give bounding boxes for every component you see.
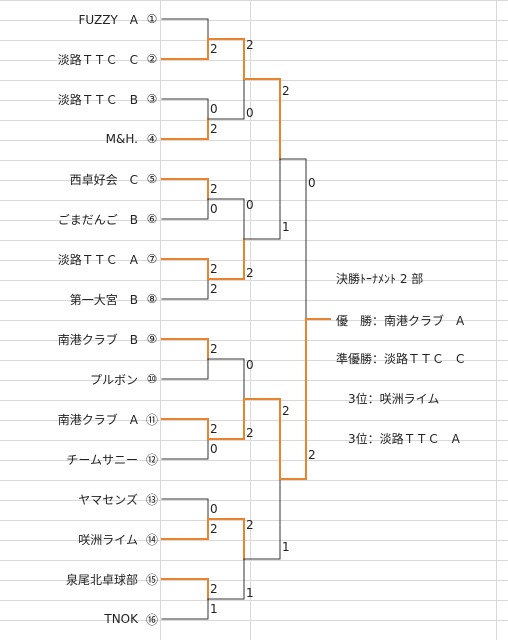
score-r2-m4-b: 1 <box>246 586 254 600</box>
seed-number: ④ <box>146 132 158 146</box>
team-name: 南港クラブ B <box>57 332 138 347</box>
seed-number: ⑩ <box>146 372 158 386</box>
seed-number: ② <box>146 52 158 66</box>
team-name: 淡路ＴＴＣ C <box>57 52 138 67</box>
team-entry[interactable]: M&H. ④ <box>0 130 160 148</box>
team-entry[interactable]: FUZZY A ① <box>0 10 160 28</box>
team-entry[interactable]: 咲洲ライム ⑭ <box>0 530 160 548</box>
score-r1-m5-a: 2 <box>210 342 218 356</box>
team-name: 西卓好会 C <box>69 172 138 187</box>
score-r3-m2-b: 1 <box>282 540 290 554</box>
score-r1-m1-b: 2 <box>210 42 218 56</box>
team-name: ヤマセンズ <box>78 492 138 507</box>
team-entry[interactable]: 淡路ＴＴＣ C ② <box>0 50 160 68</box>
seed-number: ⑦ <box>146 252 158 266</box>
team-name: M&H. <box>105 132 138 146</box>
score-r2-m4-a: 2 <box>246 518 254 532</box>
team-name: 淡路ＴＴＣ B <box>57 92 138 107</box>
score-r2-m2-b: 2 <box>246 266 254 280</box>
team-name: FUZZY A <box>78 12 138 27</box>
score-r1-m3-b: 0 <box>210 202 218 216</box>
team-entry[interactable]: 西卓好会 C ⑤ <box>0 170 160 188</box>
result-third-2: 3位：淡路ＴＴＣ A <box>336 432 460 446</box>
score-r1-m8-a: 2 <box>210 582 218 596</box>
team-name: 泉尾北卓球部 <box>65 572 138 587</box>
score-r1-m7-a: 0 <box>210 502 218 516</box>
team-entry[interactable]: 第一大宮 B ⑧ <box>0 290 160 308</box>
team-name: 淡路ＴＴＣ A <box>57 252 138 267</box>
seed-number: ⑧ <box>146 292 158 306</box>
team-entry[interactable]: 淡路ＴＴＣ A ⑦ <box>0 250 160 268</box>
score-r1-m2-a: 0 <box>210 102 218 116</box>
score-r1-m7-b: 2 <box>210 522 218 536</box>
team-name: TNOK <box>104 612 138 626</box>
score-final-b: 2 <box>308 448 316 462</box>
result-runner-up: 準優勝：淡路ＴＴＣ C <box>336 352 465 366</box>
seed-number: ⑤ <box>146 172 158 186</box>
team-name: チームサニー <box>66 452 138 467</box>
seed-number: ⑥ <box>146 212 158 226</box>
team-entry[interactable]: チームサニー ⑫ <box>0 450 160 468</box>
result-winner: 優 勝：南港クラブ A <box>336 314 465 328</box>
score-r1-m2-b: 2 <box>210 122 218 136</box>
seed-number: ③ <box>146 92 158 106</box>
score-r1-m6-a: 2 <box>210 422 218 436</box>
score-r1-m6-b: 0 <box>210 442 218 456</box>
team-entry[interactable]: 南港クラブ A ⑪ <box>0 410 160 428</box>
team-entry[interactable]: TNOK ⑯ <box>0 610 160 628</box>
team-entry[interactable]: ヤマセンズ ⑬ <box>0 490 160 508</box>
score-r3-m1-b: 1 <box>282 220 290 234</box>
score-r1-m4-b: 2 <box>210 282 218 296</box>
team-entry[interactable]: プルボン ⑩ <box>0 370 160 388</box>
team-name: 第一大宮 B <box>69 292 138 307</box>
seed-number: ⑭ <box>145 532 158 547</box>
seed-number: ① <box>146 12 158 26</box>
seed-number: ⑯ <box>145 612 158 627</box>
team-name: 咲洲ライム <box>78 532 138 547</box>
score-r2-m2-a: 0 <box>246 198 254 212</box>
team-name: 南港クラブ A <box>57 412 138 427</box>
result-third-1: 3位：咲洲ライム <box>336 392 440 406</box>
seed-number: ⑫ <box>145 452 158 467</box>
score-r1-m3-a: 2 <box>210 182 218 196</box>
score-r2-m1-b: 0 <box>246 106 254 120</box>
score-r3-m1-a: 2 <box>282 84 290 98</box>
team-name: ごまだんご B <box>57 212 138 227</box>
results-title: 決勝ﾄｰﾅﾒﾝﾄ 2 部 <box>336 272 424 286</box>
score-r2-m3-b: 2 <box>246 426 254 440</box>
score-r3-m2-a: 2 <box>282 404 290 418</box>
score-r1-m4-a: 2 <box>210 262 218 276</box>
team-entry[interactable]: 南港クラブ B ⑨ <box>0 330 160 348</box>
score-r1-m8-b: 1 <box>210 602 218 616</box>
team-entry[interactable]: 泉尾北卓球部 ⑮ <box>0 570 160 588</box>
score-r2-m3-a: 0 <box>246 358 254 372</box>
score-r2-m1-a: 2 <box>246 38 254 52</box>
seed-number: ⑨ <box>146 332 158 346</box>
seed-number: ⑪ <box>145 412 158 427</box>
score-final-a: 0 <box>308 176 316 190</box>
seed-number: ⑮ <box>145 572 158 587</box>
team-entry[interactable]: ごまだんご B ⑥ <box>0 210 160 228</box>
team-name: プルボン <box>89 372 138 387</box>
team-entry[interactable]: 淡路ＴＴＣ B ③ <box>0 90 160 108</box>
seed-number: ⑬ <box>145 492 158 507</box>
